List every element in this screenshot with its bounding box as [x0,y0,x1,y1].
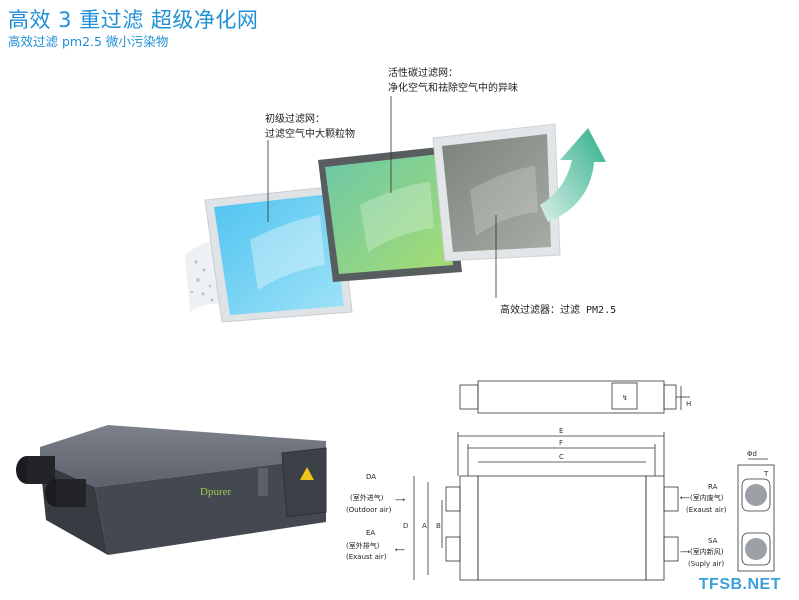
dim-e: E [559,427,563,435]
port-ea: EA (室外排气) (Exaust air) [346,529,387,561]
brand-logo: Dpurer [200,486,232,498]
technical-drawing-front [413,432,679,581]
svg-text:SA: SA [708,537,718,545]
technical-drawing-side [737,458,775,572]
dim-f: F [559,439,563,447]
side-circles [745,484,767,560]
dim-phi-d: Φd [747,450,757,458]
svg-text:(室外进气): (室外进气) [350,493,384,502]
svg-text:(Suply air): (Suply air) [688,560,724,568]
svg-text:RA: RA [708,483,718,491]
clean-air-arrow [540,128,606,222]
dim-h: H [686,400,691,408]
dim-b: B [436,522,441,530]
page-subtitle: 高效过滤 pm2.5 微小污染物 [8,34,169,49]
dim-a: A [422,522,427,530]
svg-text:⟵: ⟵ [680,494,690,502]
carbon-filter-label: 活性碳过滤网： 净化空气和祛除空气中的异味 [388,68,518,94]
dim-c: C [559,453,564,461]
svg-text:↯: ↯ [622,394,628,402]
svg-text:⟶: ⟶ [395,496,405,504]
svg-text:(Outdoor air): (Outdoor air) [346,506,392,514]
svg-text:(Exaust air): (Exaust air) [346,553,387,561]
primary-filter-label: 初级过滤网： 过滤空气中大颗粒物 [265,114,355,140]
svg-text:EA: EA [366,529,375,537]
watermark: TFSB.NET [698,576,781,593]
primary-filter-panel [204,185,353,323]
page-title: 高效 3 重过滤 超级净化网 [8,8,259,32]
svg-text:(室内新风): (室内新风) [690,547,724,556]
ventilation-unit [16,425,327,555]
svg-text:⟵: ⟵ [395,546,405,554]
svg-text:(室内废气): (室内废气) [690,493,724,502]
port-sa: SA (室内新风) (Suply air) [688,537,724,568]
svg-text:⟶: ⟶ [680,548,690,556]
svg-text:DA: DA [366,473,376,481]
port-da: DA (室外进气) (Outdoor air) [346,473,392,514]
hepa-filter-label: 高效过滤器：过滤 PM2.5 [500,305,617,316]
svg-text:(Exaust air): (Exaust air) [686,506,727,514]
dim-t: T [763,470,769,478]
svg-text:(室外排气): (室外排气) [346,541,380,550]
port-ra: RA (室内废气) (Exaust air) [686,483,727,514]
technical-drawing-top [459,380,690,414]
hepa-filter-panel [432,123,561,262]
dim-d: D [403,522,408,530]
carbon-filter-panel [318,146,462,282]
